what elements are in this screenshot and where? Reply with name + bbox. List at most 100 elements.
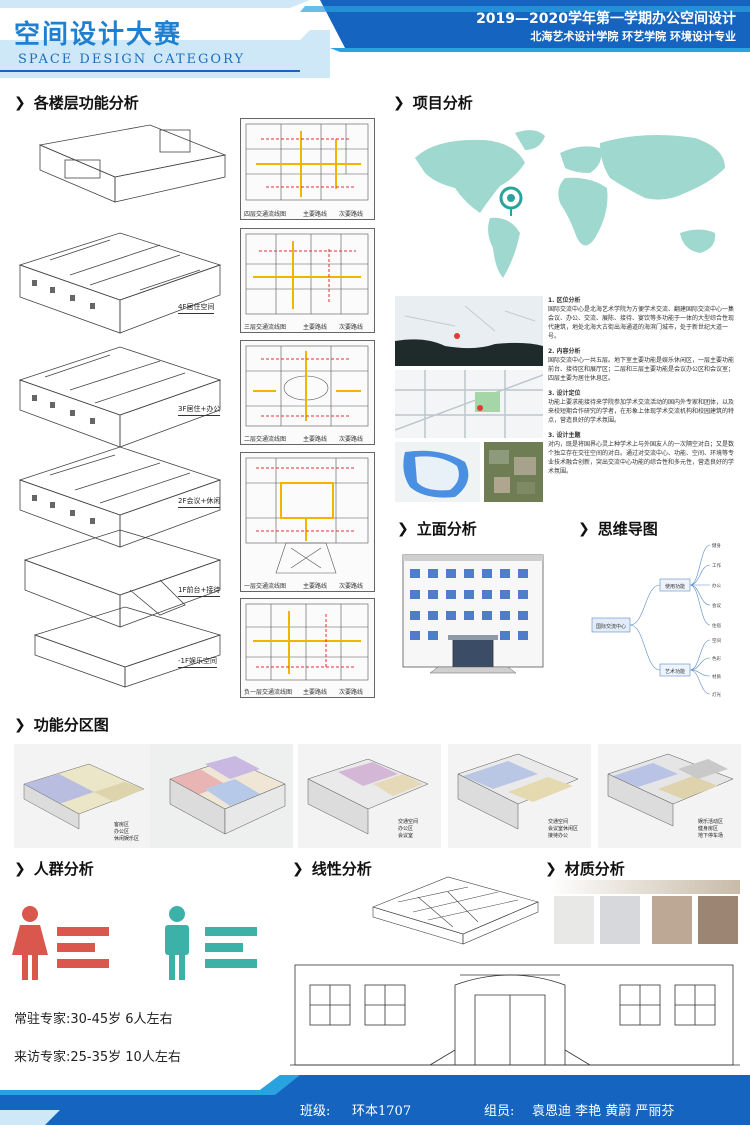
page-title: 空间设计大赛 <box>14 20 183 50</box>
mindmap-branch-art: 艺术功能 <box>665 668 685 675</box>
mindmap-leaf: 空间 <box>712 637 721 644</box>
chevron-right-icon: ❯ <box>545 860 557 877</box>
group-label: 组员: <box>484 1104 515 1119</box>
footer-banner <box>0 1075 750 1125</box>
zone-legend: 娱乐活动区 健身房区 地下停车场 <box>698 819 724 839</box>
site-map-satellite <box>484 442 543 502</box>
analysis-heading-location: 1. 区位分析 <box>548 297 581 304</box>
zone-legend: 客房区 办公区 休闲娱乐区 <box>114 822 140 842</box>
material-swatch-grey-wood <box>600 896 640 944</box>
chevron-right-icon: ❯ <box>14 94 26 111</box>
material-swatch-oak <box>652 896 692 944</box>
chevron-right-icon: ❯ <box>397 520 409 537</box>
zone-drawing <box>457 753 579 830</box>
plan-caption: 二层交通流线图 <box>244 436 287 443</box>
chevron-right-icon: ❯ <box>578 520 590 537</box>
floor-label-b1: -1F娱乐空间 <box>178 656 218 668</box>
school-info: 北海艺术设计学院 环艺学院 环境设计专业 <box>530 30 736 43</box>
mindmap-leaf: 住宿 <box>712 622 721 629</box>
zone-panel-1f <box>150 744 293 848</box>
mindmap-leaf: 健身 <box>712 542 721 549</box>
material-swatch-marble <box>554 896 594 944</box>
class-value: 环本1707 <box>352 1104 412 1119</box>
location-pin-icon <box>499 186 523 216</box>
floor-plan-4f: 四层交通流线图 主要路线 次要路线 <box>240 118 375 220</box>
section-crowd-heading: ❯ 人群分析 <box>14 860 94 878</box>
analysis-body-theme: 对内，既是将国界心灵上种学术上与外国友人的一次隔空对白；又是数个独立存在交往空间… <box>548 441 735 475</box>
floor-label-4f: 4F居住空间 <box>178 302 215 314</box>
mindmap-leaf: 色彩 <box>712 655 721 662</box>
mindmap-center: 国际交流中心 <box>596 623 626 630</box>
section-floors-heading: ❯ 各楼层功能分析 <box>14 94 139 112</box>
legend-main-route: 主要路线 <box>303 211 328 218</box>
mindmap-leaf: 办公 <box>712 582 721 589</box>
legend-sub-route: 次要路线 <box>339 583 364 590</box>
floor-plan-3f: 三层交通流线图 主要路线 次要路线 <box>240 228 375 333</box>
street-graphic <box>394 370 544 438</box>
analysis-body-location: 国际交流中心是北海艺术学院为方便学术交流、翻建国际交流中心一集会议、办公、交流、… <box>548 306 735 340</box>
mindmap-leaf: 工作 <box>712 562 721 569</box>
page-subtitle-en: SPACE DESIGN CATEGORY <box>18 52 246 67</box>
section-elevation-heading: ❯ 立面分析 <box>397 520 477 538</box>
chevron-right-icon: ❯ <box>14 860 26 877</box>
peninsula-graphic <box>403 450 469 498</box>
plan-caption: 三层交通流线图 <box>244 324 287 331</box>
zone-drawing <box>307 758 429 835</box>
legend-main-route: 主要路线 <box>303 324 328 331</box>
coastline-graphic <box>395 305 543 366</box>
plan-drawing <box>245 123 369 201</box>
floor-plan-1f: 一层交通流线图 主要路线 次要路线 <box>240 452 375 592</box>
legend-sub-route: 次要路线 <box>339 436 364 443</box>
project-analysis-text: 1. 区位分析 国际交流中心是北海艺术学院为方便学术交流、翻建国际交流中心一集会… <box>548 296 738 476</box>
floor-label-3f: 3F居住+办公 <box>178 404 221 416</box>
linear-elevation-drawing <box>290 964 740 1066</box>
mindmap-leaf: 会议 <box>712 602 721 609</box>
mindmap-branch-use: 使用功能 <box>665 583 685 590</box>
header-background <box>0 0 750 78</box>
section-project-heading: ❯ 项目分析 <box>393 94 473 112</box>
floor-label-1f: 1F前台+接待 <box>178 585 221 597</box>
header-banner: 空间设计大赛 SPACE DESIGN CATEGORY 2019—2020学年… <box>0 0 750 78</box>
chevron-right-icon: ❯ <box>14 716 26 733</box>
zone-panel-b1: 娱乐活动区 健身房区 地下停车场 <box>598 744 741 848</box>
elevation-drawing <box>402 554 544 674</box>
section-zones-heading: ❯ 功能分区图 <box>14 716 109 734</box>
plan-drawing <box>245 603 369 681</box>
analysis-heading-theme: 3. 设计主题 <box>548 432 581 439</box>
world-map <box>415 130 725 278</box>
course-title: 2019—2020学年第一学期办公空间设计 <box>476 11 736 27</box>
legend-sub-route: 次要路线 <box>339 324 364 331</box>
material-gradient-bar <box>548 880 740 894</box>
plan-caption: 一层交通流线图 <box>244 583 287 590</box>
resident-experts-text: 常驻专家:30-45岁 6人左右 <box>14 1012 173 1027</box>
legend-sub-route: 次要路线 <box>339 211 364 218</box>
zone-drawing <box>23 763 145 830</box>
analysis-heading-positioning: 3. 设计定位 <box>548 390 581 397</box>
female-figure-icon <box>12 906 109 980</box>
legend-main-route: 主要路线 <box>303 583 328 590</box>
material-swatch-walnut <box>698 896 738 944</box>
zone-panel-3f: 交通空间 会议室休闲区 接待办公 <box>448 744 591 848</box>
section-material-heading: ❯ 材质分析 <box>545 860 625 878</box>
male-figure-icon <box>165 906 257 980</box>
linear-axonometric-drawing <box>372 876 539 945</box>
plan-caption: 负一层交通流线图 <box>244 689 293 696</box>
chevron-right-icon: ❯ <box>292 860 304 877</box>
mindmap-leaf: 材质 <box>712 673 721 680</box>
plan-caption: 四层交通流线图 <box>244 211 287 218</box>
site-map-peninsula <box>395 442 480 502</box>
analysis-body-content: 国际交流中心一共五层。地下室主要功能是娱乐休闲区，一层主要功能前台、接待区和展厅… <box>548 357 735 382</box>
section-linear-heading: ❯ 线性分析 <box>292 860 372 878</box>
floor-plan-b1: 负一层交通流线图 主要路线 次要路线 <box>240 598 375 698</box>
chevron-right-icon: ❯ <box>393 94 405 111</box>
mind-map: 国际交流中心 使用功能 艺术功能 健身 工作 办公 会议 住宿 空间 色彩 材质… <box>591 542 721 698</box>
plan-drawing <box>245 233 369 315</box>
site-map-coastline <box>395 296 543 366</box>
zone-legend: 交通空间 办公区 会议室 <box>398 819 419 839</box>
axonometric-floors-drawing <box>18 124 227 688</box>
zone-drawing <box>169 756 286 835</box>
analysis-heading-content: 2. 内容分析 <box>548 348 581 355</box>
plan-drawing <box>245 457 369 574</box>
class-label: 班级: <box>300 1104 331 1119</box>
section-mindmap-heading: ❯ 思维导图 <box>578 520 658 538</box>
